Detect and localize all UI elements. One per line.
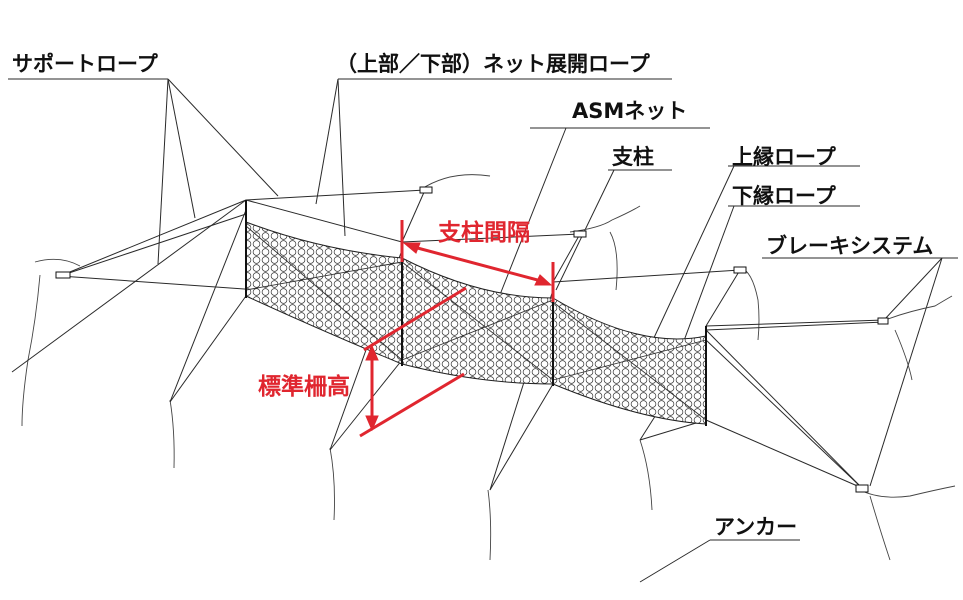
label-post: 支柱 — [612, 145, 654, 169]
label-anchor: アンカー — [714, 515, 798, 539]
label-post-spacing: 支柱間隔 — [438, 220, 530, 246]
label-support-rope: サポートロープ — [12, 52, 158, 76]
post-caps — [55, 186, 889, 493]
net-bracing — [245, 225, 707, 421]
dimension-marks — [359, 220, 555, 438]
label-lower-edge-rope: 下縁ロープ — [732, 184, 836, 208]
label-asm-net: ASMネット — [572, 99, 688, 123]
label-standard-fence-height: 標準柵高 — [258, 374, 350, 400]
leader-lines — [8, 78, 958, 583]
label-net-deploy-rope: （上部／下部）ネット展開ロープ — [336, 52, 650, 76]
label-upper-edge-rope: 上縁ロープ — [732, 145, 836, 169]
label-brake-system: ブレーキシステム — [766, 234, 934, 258]
